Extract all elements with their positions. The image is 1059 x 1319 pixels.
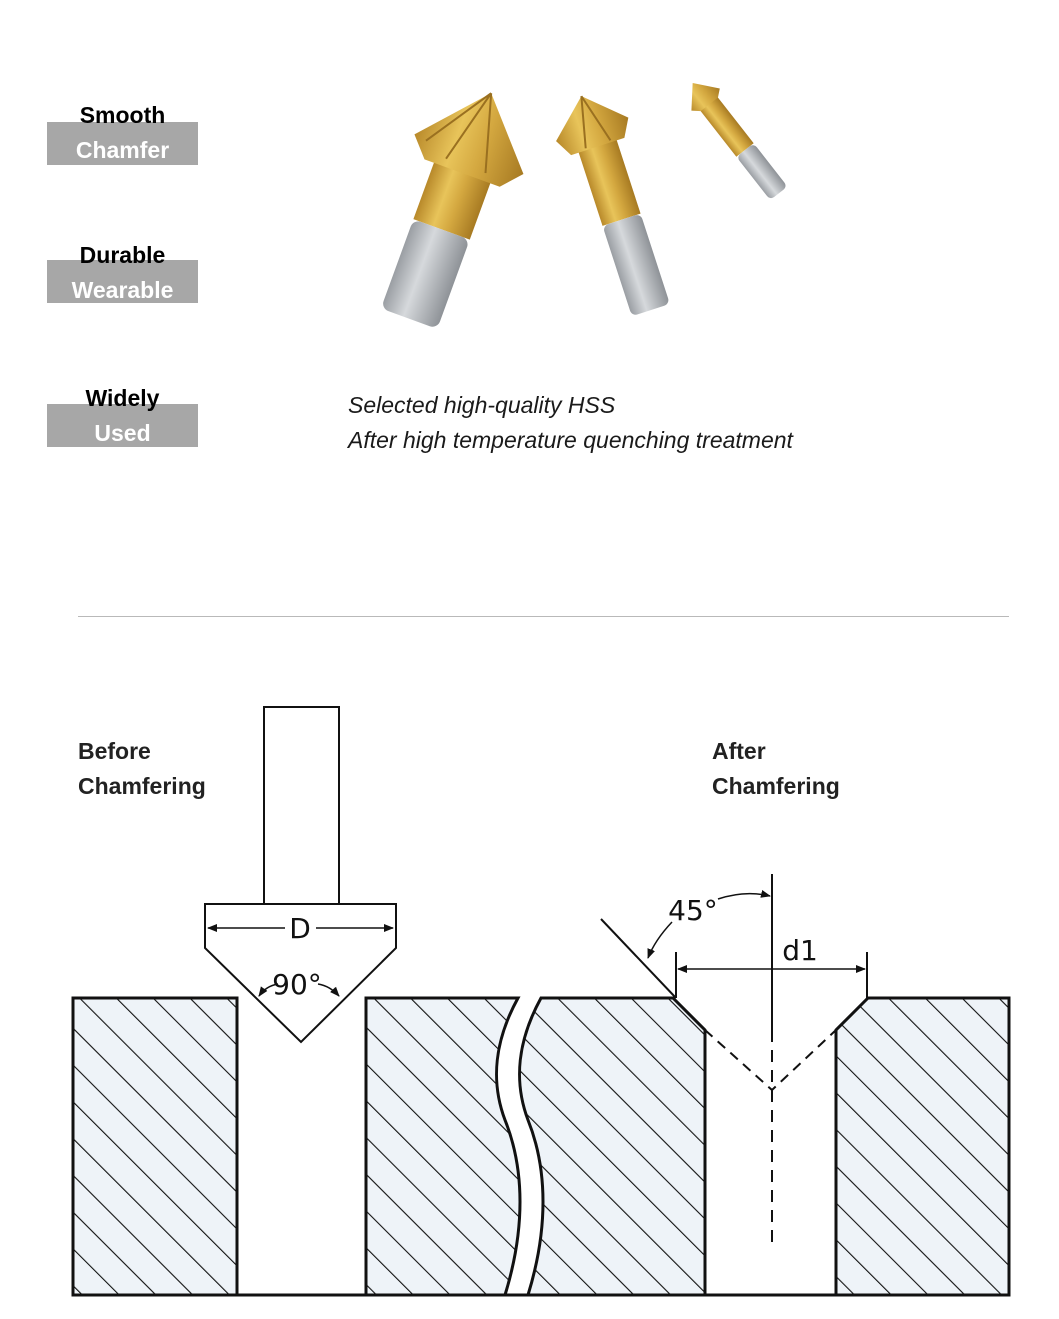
feature-subtitle: Chamfer [75,137,170,163]
after-chamfering-label: After Chamfering [712,738,840,799]
workpiece-left [71,996,239,1297]
section-divider [78,616,1009,617]
workpiece-middle-right [518,996,707,1297]
feature-title: Smooth [79,102,166,128]
chamfer-angle-line [600,918,677,999]
drill-bits-image [383,83,786,327]
feature-subtitle: Used [94,420,151,446]
workpiece-middle-left [364,996,522,1297]
medium-drill-bit [556,95,669,315]
tip-angle-arrow-right [317,983,340,997]
cone-dashed [704,1029,837,1092]
feature-subtitle: Wearable [71,277,174,303]
chamfer-angle-arc-left [647,921,673,959]
tip-angle-label: 90° [272,968,322,1001]
drill-head [204,903,397,1044]
feature-title: Widely [85,385,160,411]
tip-angle-arrow-left [258,983,279,997]
large-drill-bit [383,92,524,327]
workpiece-right [834,996,1011,1297]
diameter-label: D [289,912,311,945]
description-line: Selected high-quality HSS [348,392,616,418]
feature-title: Durable [79,242,166,268]
feature-band [47,404,198,447]
description-line: After high temperature quenching treatme… [348,427,793,453]
before-chamfering-label: Before Chamfering [78,738,206,799]
chamfer-angle-label: 45° [668,894,718,927]
product-description: Selected high-quality HSS After high tem… [348,388,793,458]
drill-shank [263,706,340,905]
chamfer-angle-arc-top [717,890,771,900]
feature-band [47,260,198,303]
feature-band [47,122,198,165]
d1-label: d1 [782,934,818,967]
small-drill-bit [691,83,786,199]
